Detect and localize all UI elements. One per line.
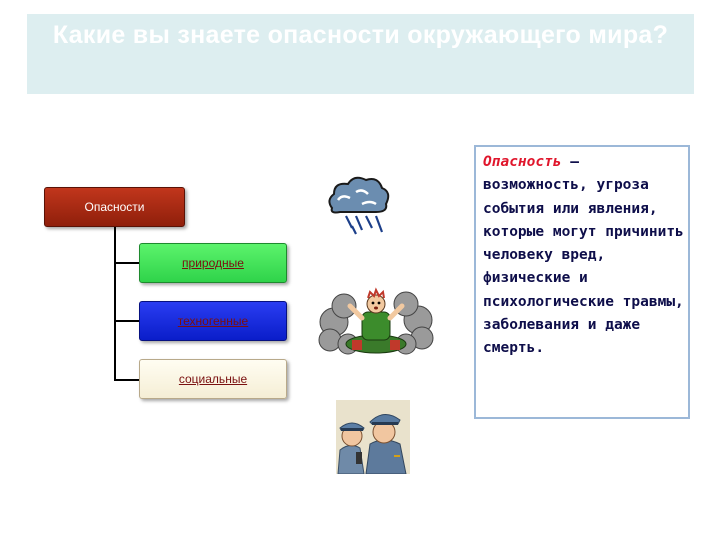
diagram-connector-manmade [114,320,139,322]
diagram-connector-vertical [114,227,116,381]
definition-term: Опасность [483,154,562,170]
diagram-manmade-label[interactable]: техногенные [177,314,249,328]
definition-box: Опасность – возможность, угроза события … [474,145,690,419]
definition-text: – возможность, угроза события или явлени… [483,154,684,357]
diagram-connector-natural [114,262,139,264]
diagram-box-manmade[interactable]: техногенные [139,301,287,341]
diagram-social-label[interactable]: социальные [178,372,248,386]
diagram-natural-label[interactable]: природные [182,256,244,270]
slide-title: Какие вы знаете опасности окружающего ми… [52,21,669,49]
diagram-root-label: Опасности [84,200,145,214]
frightened-man-in-smoke-icon [318,287,434,355]
diagram-box-social[interactable]: социальные [139,359,287,399]
diagram-box-natural[interactable]: природные [139,243,287,283]
storm-cloud-icon [328,176,390,235]
title-band [27,14,694,94]
diagram-connector-social [114,379,139,381]
diagram-root-box: Опасности [44,187,185,227]
police-officers-icon [336,400,410,474]
